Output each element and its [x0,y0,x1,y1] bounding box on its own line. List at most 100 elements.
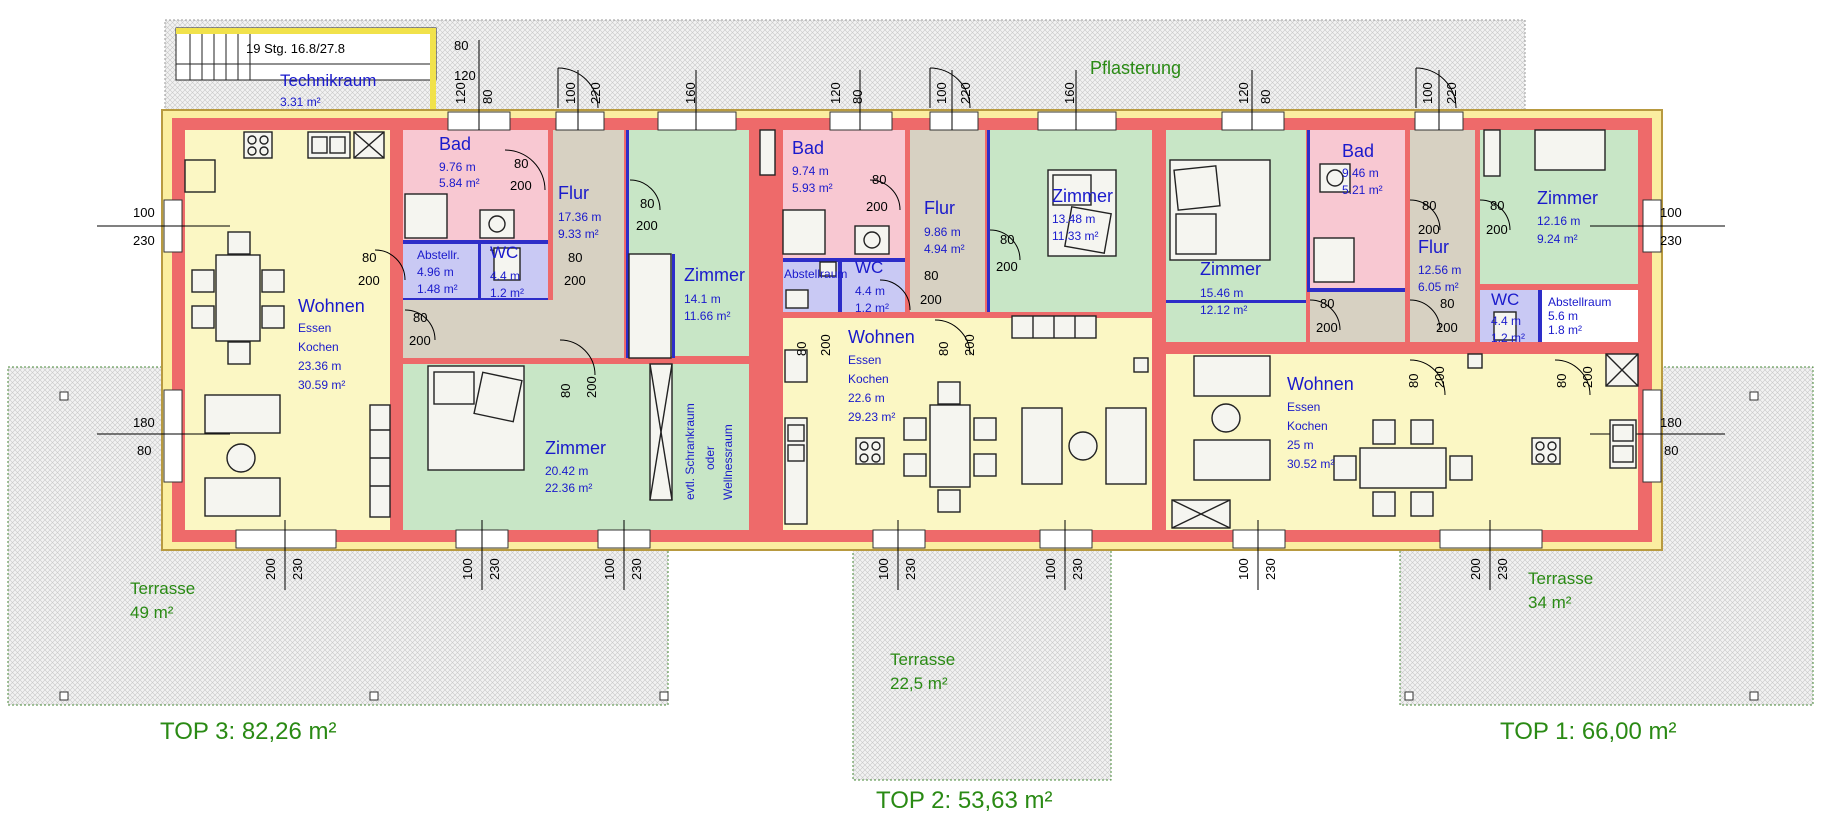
dim-door-200f: 200 [866,199,888,214]
dim-door-80g: 80 [1000,232,1014,247]
wohnen-top2-sub2: Kochen [848,372,889,386]
room-flur-top2 [910,130,985,312]
zimmer1-top1-area: 12.12 m² [1200,303,1247,317]
wohnen-top2-sub1: Essen [848,353,881,367]
terrace-right-name: Terrasse [1528,569,1593,588]
bad-top3-perim: 9.76 m [439,160,476,174]
wc-top1-perim: 4.4 m [1491,314,1521,328]
vdim-200c: 200 [584,376,599,398]
vdim-80a: 80 [850,90,865,104]
dim-right-230: 230 [1660,233,1682,248]
abstell-top1-name: Abstellraum [1548,295,1611,309]
zimmer2-top1-name: Zimmer [1537,188,1598,208]
flur-top2-perim: 9.86 m [924,225,961,239]
room-flur-top1-b [1310,292,1410,342]
wohnen-top3-sub1: Essen [298,321,331,335]
top1-total: TOP 1: 66,00 m² [1500,718,1677,745]
dining-table-top3 [191,231,285,365]
flur-top3-name: Flur [558,183,589,203]
wohnen-top3-perim: 23.36 m [298,359,341,373]
top1-furniture [1169,129,1639,529]
wohnen-top3-sub2: Kochen [298,340,339,354]
dim-right-100: 100 [1660,205,1682,220]
blue-partitions [403,130,1542,358]
zimmer2-top1-area: 9.24 m² [1537,232,1578,246]
dim-left-100: 100 [133,205,155,220]
vertical-dimension-values: 100 220 160 120 80 100 220 160 120 80 10… [263,82,1595,580]
vdim-100a: 100 [563,82,578,104]
dim-door-200d: 200 [564,273,586,288]
zimmer-top2-area: 11.33 m² [1052,229,1098,243]
zimmer2-top3-name: Zimmer [545,438,606,458]
dim-door-200g: 200 [996,259,1018,274]
dim-left-180: 180 [133,415,155,430]
vdim-200g: 200 [1580,366,1595,388]
dim-top-80: 80 [454,38,468,53]
schrank-label-2: oder [703,446,717,470]
room-flur-top3 [553,130,624,358]
technikraum-area: 3.31 m² [280,95,321,109]
zimmer1-top3-perim: 14.1 m [684,292,721,306]
vdim-230a: 230 [290,558,305,580]
dim-door-80e: 80 [413,310,427,325]
zimmer2-top3-perim: 20.42 m [545,464,588,478]
abstell-top3-area: 1.48 m² [417,282,458,296]
zimmer-top2-name: Zimmer [1052,186,1113,206]
dim-right-180: 180 [1660,415,1682,430]
dim-door-80k: 80 [1490,198,1504,213]
vdim-100c: 100 [1420,82,1435,104]
vdim-200e: 200 [962,334,977,356]
vdim-100e: 100 [602,558,617,580]
terrace-right-area: 34 m² [1528,593,1572,612]
wohnen-top2-area: 29.23 m² [848,410,895,424]
kitchen-top3 [184,131,385,193]
vdim-200d: 200 [818,334,833,356]
room-abstell-top1 [1542,290,1638,342]
wohnen-top1-area: 30.52 m² [1287,457,1334,471]
zimmer1-top3-area: 11.66 m² [684,309,730,323]
bathroom-fixtures-top3 [404,193,521,281]
dim-door-200k: 200 [1486,222,1508,237]
vdim-220b: 220 [958,82,973,104]
vdim-230b: 230 [487,558,502,580]
vdim-120c: 120 [453,82,468,104]
flur-top1-area: 6.05 m² [1418,280,1459,294]
top2-furniture [782,169,1149,525]
wc-top2-name: WC [855,258,883,277]
dim-door-80c: 80 [362,250,376,265]
technikraum-label: Technikraum [280,71,376,90]
vdim-230f: 230 [1263,558,1278,580]
wc-top3-perim: 4.4 m [490,269,520,283]
room-flur-top1 [1410,130,1475,342]
dim-door-200c: 200 [358,273,380,288]
zimmer2-top3-area: 22.36 m² [545,481,592,495]
terrace-left-area: 49 m² [130,603,174,622]
vdim-230d: 230 [903,558,918,580]
dim-door-80i: 80 [1320,296,1334,311]
bad-top2-name: Bad [792,138,824,158]
dim-door-80j: 80 [1422,198,1436,213]
vdim-120a: 120 [828,82,843,104]
vdim-200a: 200 [263,558,278,580]
dim-top-120: 120 [454,68,476,83]
vdim-80g: 80 [1406,374,1421,388]
vdim-220c: 220 [1444,82,1459,104]
pflasterung-label: Pflasterung [1090,58,1181,78]
dim-door-80d: 80 [568,250,582,265]
zimmer1-top3-name: Zimmer [684,265,745,285]
terrace-middle-area: 22,5 m² [890,674,948,693]
vdim-100d: 100 [460,558,475,580]
wohnen-top2-perim: 22.6 m [848,391,885,405]
vdim-80f: 80 [936,342,951,356]
schrank-label-1: evtl. Schrankraum [683,403,697,500]
dim-door-200i: 200 [1316,320,1338,335]
dim-door-80l: 80 [1440,296,1454,311]
vdim-80d: 80 [558,384,573,398]
vdim-200f: 200 [1432,366,1447,388]
bad-top2-perim: 9.74 m [792,164,829,178]
dim-door-80f: 80 [872,172,886,187]
dim-door-200b: 200 [636,218,658,233]
vdim-80h: 80 [1554,374,1569,388]
terrace-markers [59,391,1759,701]
